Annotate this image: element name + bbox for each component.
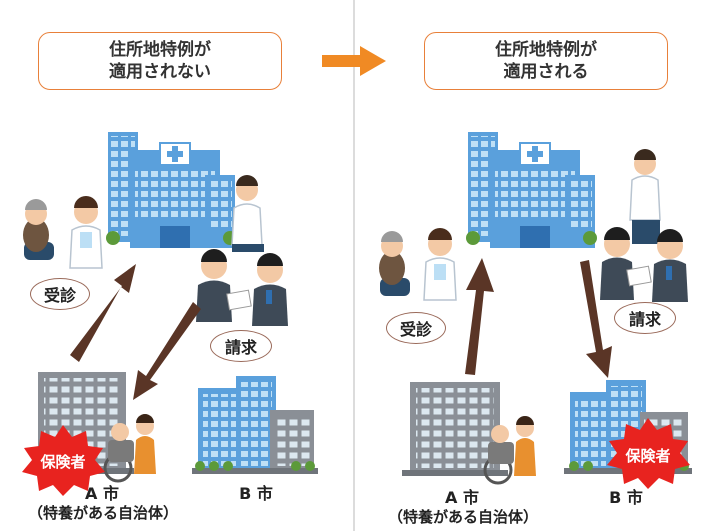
- right-claim-exchange: [600, 227, 688, 302]
- right-city-a-building: [402, 382, 508, 476]
- left-claim-label: 請求: [224, 338, 257, 357]
- right-title-line1: 住所地特例が: [495, 40, 597, 60]
- left-city-a-note: （特養がある自治体）: [27, 504, 178, 522]
- right-city-a-name: A 市: [445, 488, 479, 507]
- left-hospital-building: [106, 132, 237, 248]
- right-standing-doctor: [629, 149, 661, 244]
- left-insurer-burst: [22, 425, 105, 496]
- right-consult-label: 受診: [399, 320, 432, 339]
- right-consult-bubble: 受診: [386, 312, 446, 344]
- left-title-line2: 適用されない: [109, 62, 211, 82]
- left-title-box: 住所地特例が 適用されない: [38, 32, 282, 90]
- right-claim-bubble: 請求: [614, 302, 676, 334]
- right-patient-and-doctor: [379, 228, 457, 301]
- right-city-a-note: （特養がある自治体）: [387, 508, 538, 526]
- left-patient-and-doctor: [23, 196, 103, 269]
- left-title-line1: 住所地特例が: [109, 40, 211, 60]
- left-wheelchair-caregiver: [103, 414, 156, 483]
- right-title-line2: 適用される: [503, 62, 589, 82]
- right-hospital-building: [466, 132, 597, 248]
- left-insurer-label: 保険者: [40, 453, 86, 471]
- left-consult-bubble: 受診: [30, 278, 90, 310]
- left-city-b-buildings: [192, 376, 318, 474]
- left-city-a-name: A 市: [85, 484, 119, 503]
- left-claim-exchange: [196, 249, 288, 326]
- right-claim-label: 請求: [628, 310, 661, 329]
- left-claim-bubble: 請求: [210, 330, 272, 362]
- left-flow-arrows: [70, 264, 201, 400]
- left-consult-label: 受診: [43, 286, 76, 305]
- left-city-b-name: B 市: [239, 484, 273, 503]
- right-flow-arrows: [465, 258, 612, 378]
- right-city-b-name: B 市: [609, 488, 643, 507]
- right-title-box: 住所地特例が 適用される: [424, 32, 668, 90]
- transition-arrow: [322, 46, 386, 76]
- right-insurer-burst: [607, 418, 690, 489]
- right-insurer-label: 保険者: [625, 447, 671, 465]
- right-wheelchair-caregiver: [483, 416, 536, 485]
- left-seated-doctor: [231, 175, 264, 252]
